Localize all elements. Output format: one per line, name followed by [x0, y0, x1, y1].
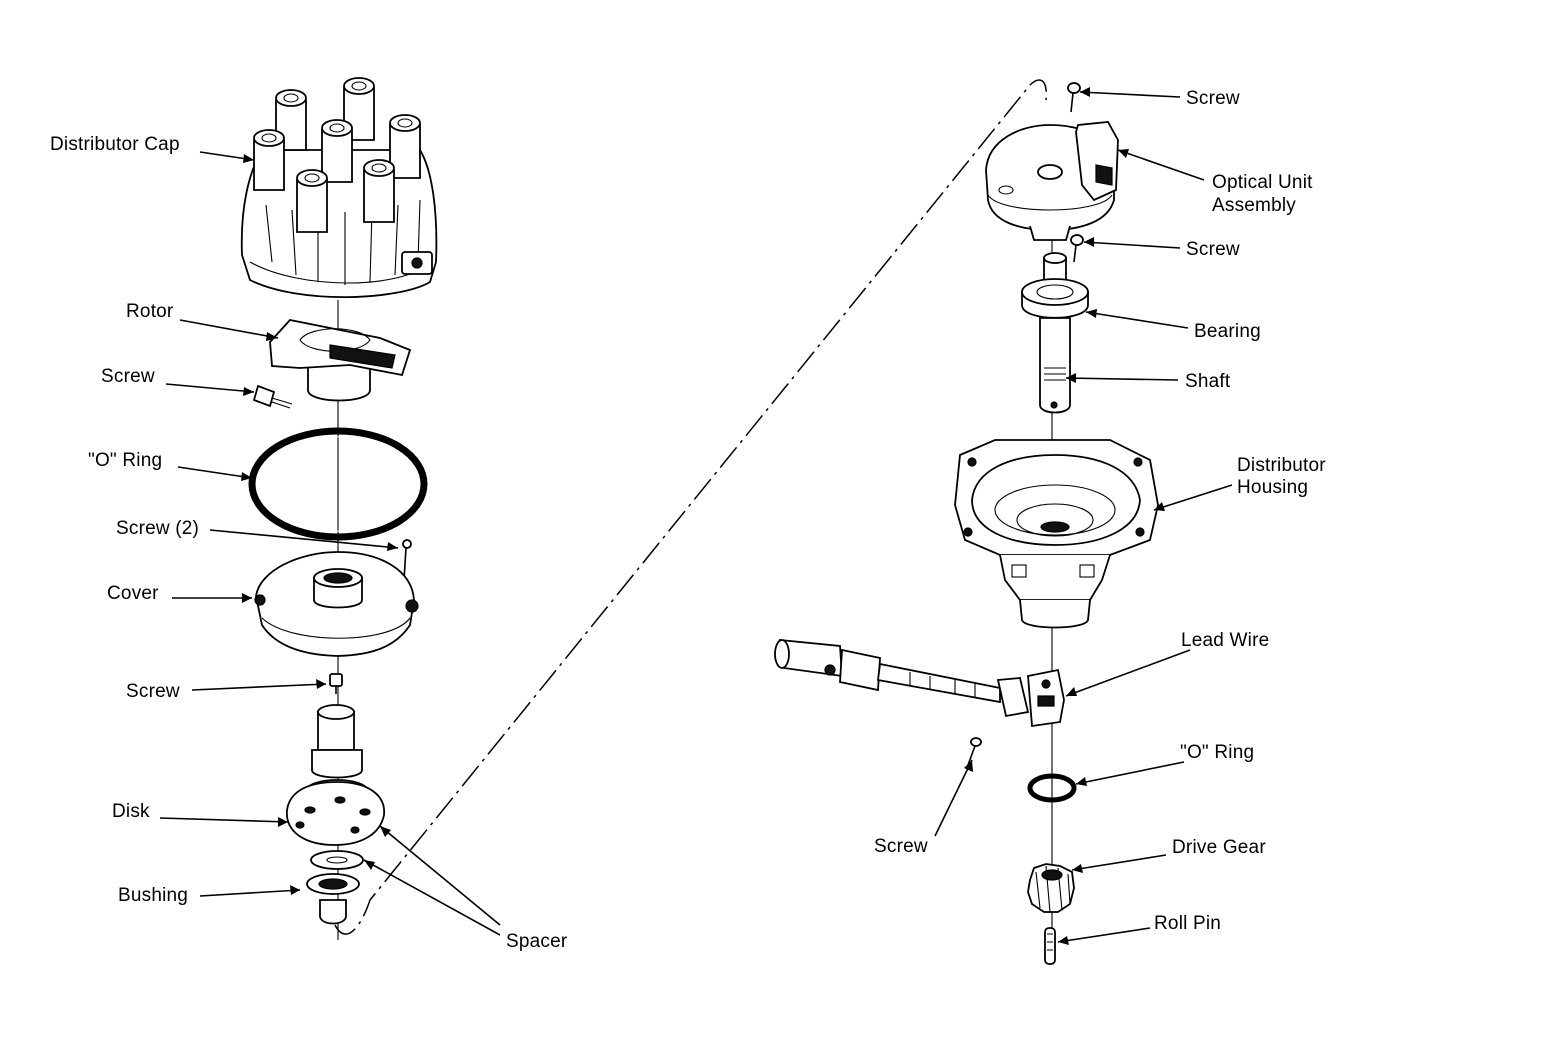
roll-pin-drawing [1044, 927, 1056, 965]
distributor-housing-drawing [954, 439, 1159, 629]
cover-screw-drawing [329, 673, 343, 694]
optical-screw-drawing [1070, 234, 1084, 263]
label-rotor: Rotor [126, 301, 174, 322]
label-rotor-screw: Screw [101, 366, 155, 387]
leader-lines [159, 87, 1233, 945]
label-housing-line1: Distributor [1237, 455, 1326, 476]
top-screw-drawing [1067, 82, 1081, 113]
label-housing-line2: Housing [1237, 477, 1309, 498]
o-ring-right-drawing [1027, 773, 1077, 803]
assembly-link-line [334, 79, 1048, 935]
label-shaft: Shaft [1185, 371, 1231, 392]
label-cover-screw: Screw [126, 681, 180, 702]
label-optical-screw: Screw [1186, 239, 1240, 260]
label-cover: Cover [107, 583, 159, 604]
o-ring-left-drawing [248, 427, 428, 541]
bearing-shaft-drawing [1021, 252, 1089, 414]
label-top-screw: Screw [1186, 88, 1240, 109]
label-disk: Disk [112, 801, 150, 822]
cover-drawing [254, 551, 419, 657]
label-spacer: Spacer [506, 931, 568, 952]
lead-wire-screw-drawing [967, 737, 982, 766]
rotor-screw-drawing [252, 384, 293, 409]
rotor-drawing [269, 319, 412, 402]
label-distributor-cap: Distributor Cap [50, 134, 180, 155]
label-screw-2: Screw (2) [116, 518, 200, 539]
label-roll-pin: Roll Pin [1154, 913, 1222, 934]
lead-wire-drawing [774, 638, 1065, 728]
label-bushing: Bushing [118, 885, 189, 906]
disk-assembly-drawing [286, 704, 385, 925]
label-bearing: Bearing [1194, 321, 1261, 342]
drive-gear-drawing [1027, 863, 1075, 913]
label-drive-gear: Drive Gear [1172, 837, 1266, 858]
optical-unit-drawing [985, 121, 1119, 241]
label-optical-unit-line2: Assembly [1212, 195, 1296, 216]
distributor-cap-drawing [240, 77, 438, 299]
label-lead-screw: Screw [874, 836, 928, 857]
label-optical-unit-line1: Optical Unit [1212, 172, 1313, 193]
label-o-ring-left: "O" Ring [88, 450, 163, 471]
label-lead-wire: Lead Wire [1181, 630, 1270, 651]
screw-2-drawing [402, 539, 412, 581]
label-o-ring-right: "O" Ring [1180, 742, 1255, 763]
